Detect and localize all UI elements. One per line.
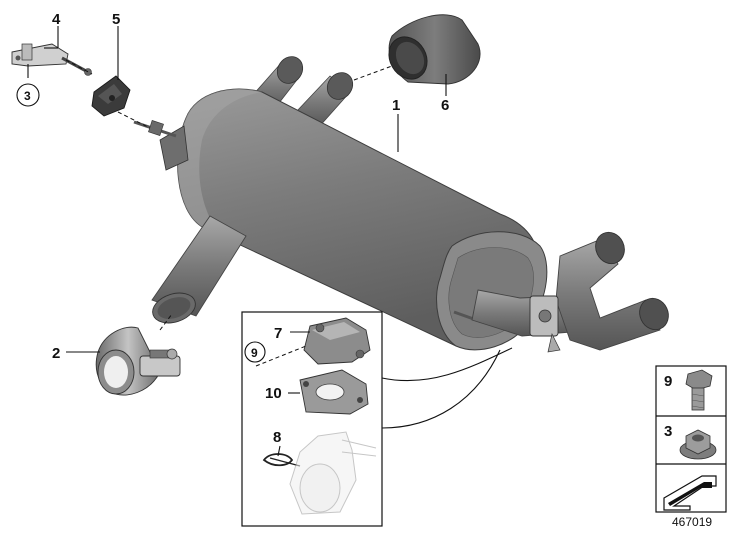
muffler-inlet-pipe <box>151 215 247 324</box>
callout-10: 10 <box>265 385 282 402</box>
callout-4: 4 <box>52 11 61 28</box>
rubber-mount <box>91 75 131 117</box>
legend-item-nut: 3 <box>664 423 717 460</box>
callout-3: 3 <box>24 89 31 103</box>
callout-9-circle <box>244 341 266 363</box>
detail-inset <box>241 311 513 527</box>
hanger-block <box>303 317 371 365</box>
legend-panel: 9 3 <box>655 365 727 513</box>
callout-3-circle <box>16 83 40 107</box>
rear-outlet-pipes <box>471 231 669 353</box>
callout-6: 6 <box>441 97 449 114</box>
callouts: 4 5 3 1 6 2 7 9 10 8 <box>16 11 449 446</box>
tailpipe-trim <box>388 14 481 85</box>
legend-9: 9 <box>664 373 672 390</box>
direction-arrow-icon <box>663 475 717 511</box>
callout-2: 2 <box>52 345 60 362</box>
callout-1: 1 <box>392 97 400 114</box>
callout-9: 9 <box>251 346 258 360</box>
legend-item-bolt: 9 <box>664 369 713 411</box>
callout-7: 7 <box>274 325 282 342</box>
reference-number: 467019 <box>672 515 712 529</box>
leader-lines <box>27 26 447 457</box>
callout-8: 8 <box>273 429 281 446</box>
flange-nut-icon <box>679 429 717 460</box>
hex-bolt-icon <box>685 369 713 411</box>
retaining-clip <box>262 453 301 467</box>
gasket-plate <box>299 369 369 415</box>
hanger-bracket <box>11 43 92 76</box>
callout-5: 5 <box>112 11 120 28</box>
legend-3: 3 <box>664 423 672 440</box>
pipe-clamp <box>95 326 181 396</box>
rear-muffler <box>133 56 548 351</box>
ghost-pipe-outline <box>289 431 377 515</box>
